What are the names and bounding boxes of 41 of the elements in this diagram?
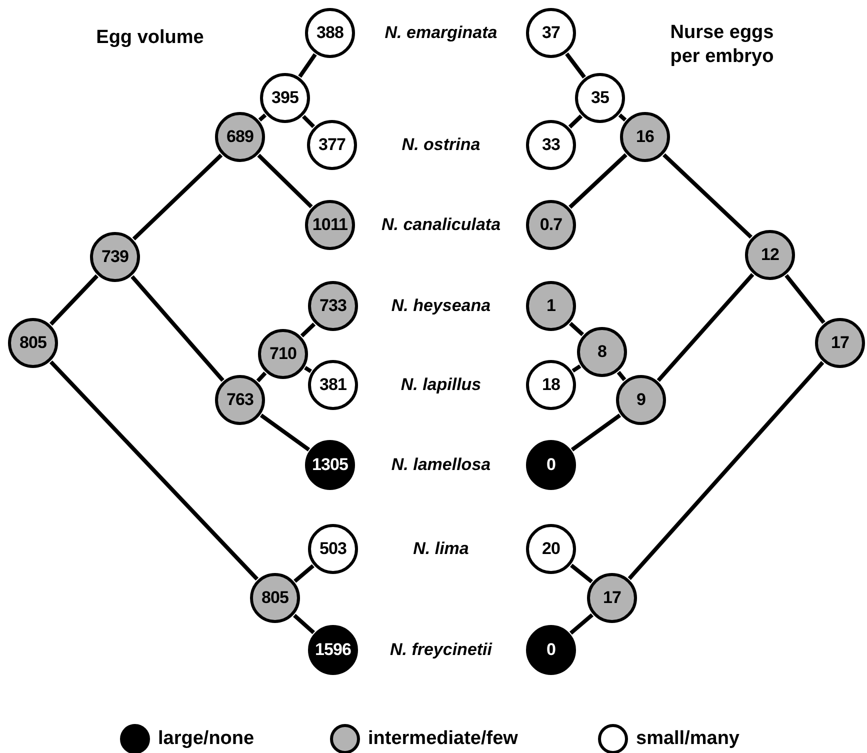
branch-line [300, 322, 316, 338]
branch-line [570, 414, 622, 452]
branch-line [568, 322, 584, 336]
branch-line [302, 114, 316, 128]
legend-label: large/none [158, 726, 254, 751]
branch-line [298, 53, 317, 78]
species-name: N. canaliculata [380, 214, 502, 236]
branch-line [572, 364, 582, 373]
branch-line [49, 360, 259, 581]
species-name: N. lamellosa [390, 454, 492, 476]
branch-line [616, 370, 626, 382]
branch-line [130, 275, 224, 382]
branch-line [132, 154, 223, 240]
branch-line [257, 154, 313, 208]
branch-line [628, 361, 824, 580]
branch-line [294, 564, 314, 583]
branch-line [304, 366, 312, 373]
legend-label: intermediate/few [368, 726, 518, 751]
branch-line [565, 52, 586, 78]
species-name: N. freycinetii [388, 639, 494, 661]
branch-line [50, 274, 98, 326]
branch-line [256, 372, 267, 382]
species-name: N. lapillus [400, 374, 482, 396]
branch-line [568, 114, 583, 128]
branch-line [784, 274, 826, 324]
branch-line [260, 414, 310, 452]
branch-line [656, 273, 754, 382]
branch-line [293, 614, 315, 634]
species-name: N. emarginata [384, 22, 498, 44]
legend-label: small/many [636, 726, 740, 751]
branch-line [618, 114, 627, 122]
species-name: N. ostrina [400, 134, 482, 156]
branch-line [570, 564, 593, 584]
axis-heading: Nurse eggs per embryo [669, 21, 775, 69]
branch-line [568, 153, 628, 209]
axis-heading: Egg volume [95, 26, 205, 50]
species-name: N. heyseana [390, 295, 492, 317]
branch-line [662, 153, 752, 239]
branch-line [258, 114, 267, 122]
branch-line [569, 613, 594, 635]
species-name: N. lima [412, 538, 470, 560]
